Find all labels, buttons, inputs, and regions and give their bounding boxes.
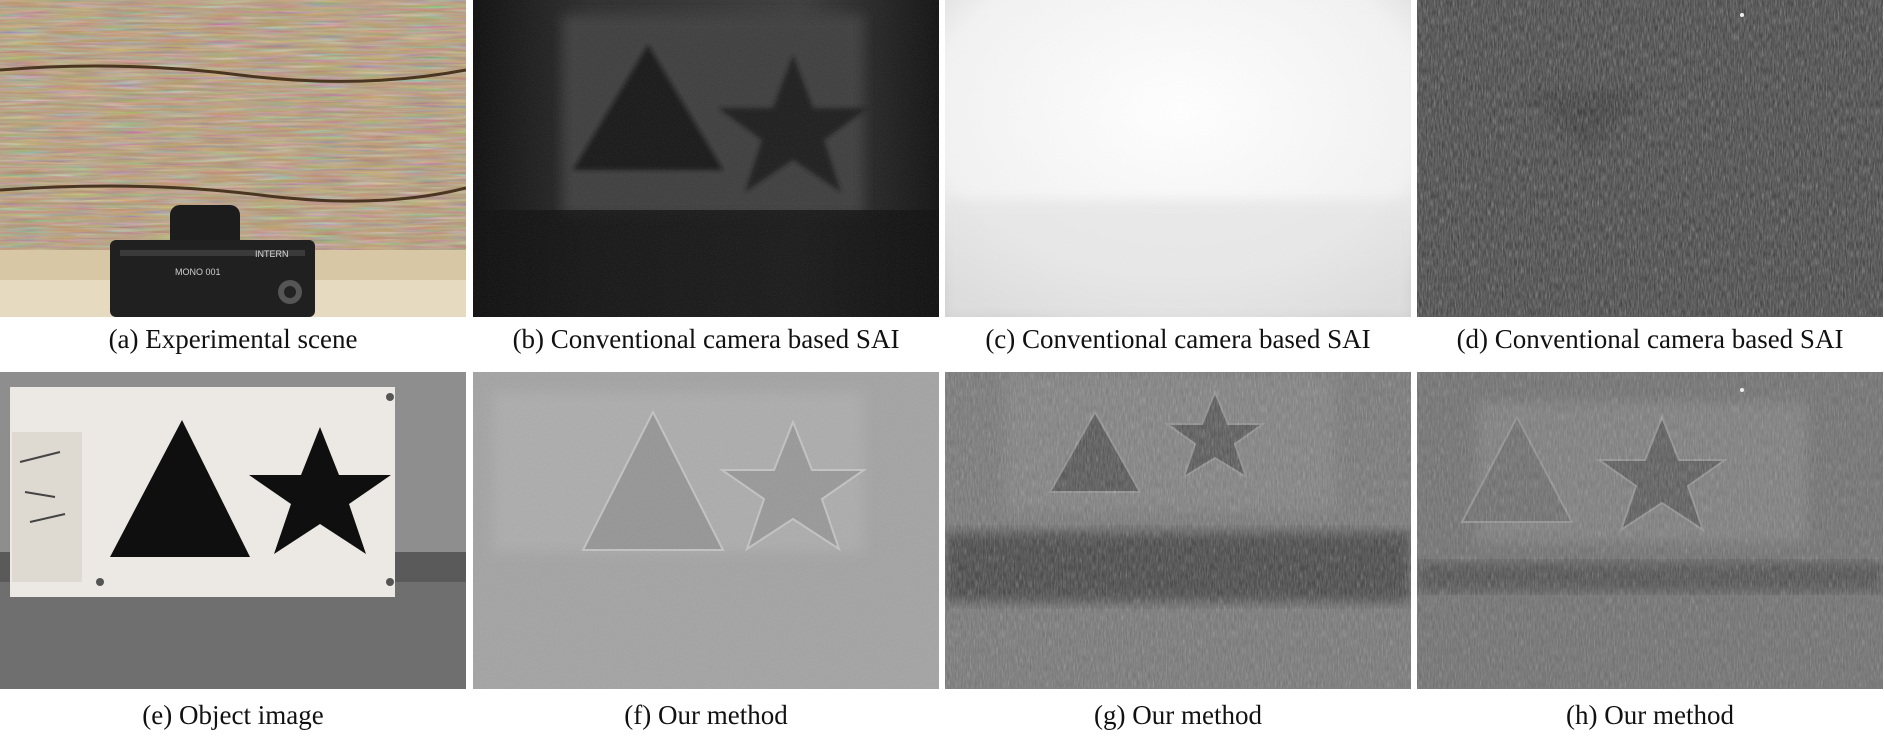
camera-model-text: MONO 001 <box>175 267 221 277</box>
our-method-image-f <box>473 372 939 689</box>
our-method-image-g <box>945 372 1411 689</box>
conventional-sai-image-d <box>1417 0 1883 317</box>
camera-brand-text: INTERN <box>255 249 289 259</box>
caption-d: (d) Conventional camera based SAI <box>1456 324 1844 354</box>
experimental-scene-image: INTERN MONO 001 <box>0 0 466 317</box>
caption-c: (c) Conventional camera based SAI <box>985 324 1371 354</box>
caption-h: (h) Our method <box>1566 700 1734 730</box>
conventional-sai-image-c <box>945 0 1411 317</box>
caption-e: (e) Object image <box>142 700 324 730</box>
caption-b: (b) Conventional camera based SAI <box>512 324 900 354</box>
conventional-sai-image-b <box>473 0 939 317</box>
object-image <box>0 372 466 689</box>
caption-a: (a) Experimental scene <box>108 324 358 354</box>
caption-g: (g) Our method <box>1094 700 1262 730</box>
caption-f: (f) Our method <box>624 700 788 730</box>
our-method-image-h <box>1417 372 1883 689</box>
